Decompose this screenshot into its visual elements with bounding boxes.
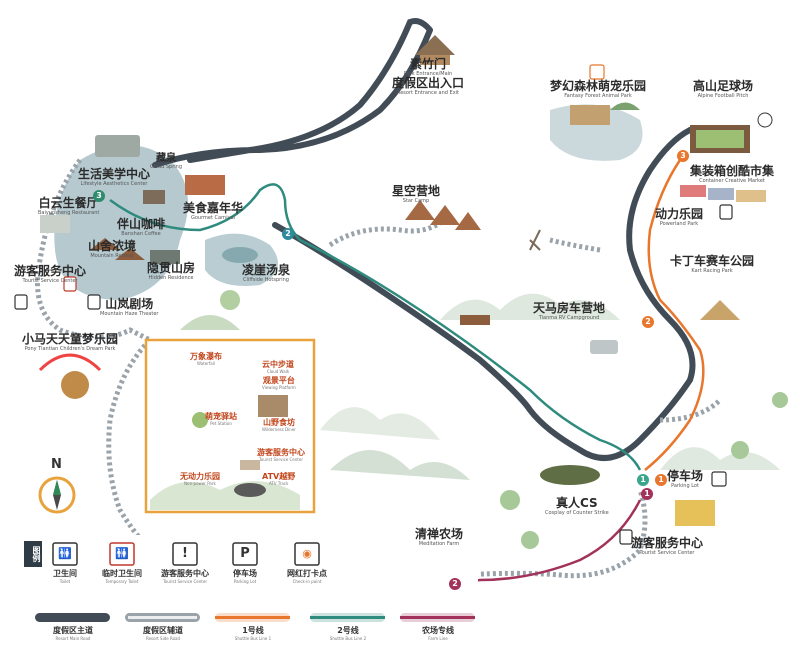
main-road-central[interactable] (272, 127, 696, 461)
route-badge-1-south: 1 (637, 474, 649, 486)
legend-side-road: 度假区辅道 Resort Side Road (143, 626, 183, 641)
inset-label-pet-station[interactable]: 萌宠驿站 Pet Station (205, 412, 237, 426)
label-cliffside[interactable]: 凌崖汤泉 Cliffside Hotspring (242, 263, 291, 284)
route-badge-1-farm: 1 (641, 488, 653, 500)
inset-label-nonpower[interactable]: 无动力乐园 Non-power Park (180, 472, 220, 486)
route-badge-2-farm: 2 (449, 578, 461, 590)
label-powerland[interactable]: 动力乐园 Powerland Park (655, 207, 704, 228)
legend-toilet: 🚻 卫生间 Toilet (25, 547, 105, 584)
label-star-camp[interactable]: 星空营地 Star Camp (392, 184, 441, 205)
route-badge-2-north: 2 (282, 228, 294, 240)
inset-label-diner[interactable]: 山野食坊 Wilderness Diner (262, 418, 296, 432)
legend-checkin: ◉ 网红打卡点 Check-in point (267, 547, 347, 584)
label-fantasy-forest[interactable]: 梦幻森林萌宠乐园 Fantasy Forest Animal Park (550, 79, 647, 100)
legend-temp-toilet: 🚻 临时卫生间 Temporary Toilet (82, 547, 162, 584)
inset-illustrations (150, 395, 300, 510)
side-road-south[interactable] (199, 489, 648, 596)
inset-label-viewing-platform[interactable]: 观景平台 Viewing Platform (262, 376, 296, 390)
background-mountains (180, 293, 780, 480)
legend-service-center: ! 游客服务中心 Tourist Service Center (145, 546, 225, 585)
side-road-west[interactable] (35, 158, 202, 593)
inset-label-atv[interactable]: ATV越野 ATV Track (262, 472, 296, 486)
label-theater[interactable]: 山岚剧场 Mountain Haze Theater (100, 297, 159, 318)
inset-frame (144, 338, 316, 514)
inset-label-cloud-walk[interactable]: 云中步道 Cloud Walk (262, 360, 294, 374)
label-rv-camp[interactable]: 天马房车营地 Tianma RV Campground (533, 301, 606, 322)
label-mountain-retreat[interactable]: 山舍浓境 Mountain Retreat (88, 239, 137, 260)
main-road[interactable] (152, 18, 433, 168)
route-badge-3-east: 3 (677, 150, 689, 162)
label-parking[interactable]: 停车场 Parking Lot (667, 469, 704, 490)
label-service-west[interactable]: 游客服务中心 Tourist Service Center (14, 264, 87, 285)
label-lifestyle[interactable]: 生活美学中心 Lifestyle Aesthetics Center (78, 167, 151, 188)
label-baiyun[interactable]: 白云生餐厅 Baiyunsheng Restaurant (38, 196, 100, 217)
label-karting[interactable]: 卡丁车赛车公园 Kart Racing Park (670, 254, 755, 275)
legend-parking: P 停车场 Parking Lot (205, 546, 285, 585)
side-road-east[interactable] (549, 237, 722, 423)
label-sumen[interactable]: 素竹门 Park Entrance/Main 度假区出入口 Resort Ent… (392, 57, 465, 97)
label-pony-park[interactable]: 小马天天童梦乐园 Pony Tiantian Children's Dream … (22, 332, 119, 353)
temp-toilet-icon: 🚻 (115, 547, 129, 560)
legend-main-road: 度假区主道 Resort Main Road (53, 626, 93, 641)
legend-farm-line: 农场专线 Farm Line (422, 626, 454, 641)
attraction-illustrations (38, 35, 788, 575)
label-meditation-farm[interactable]: 清禅农场 Meditation Farm (415, 527, 464, 548)
label-football[interactable]: 高山足球场 Alpine Football Pitch (693, 79, 754, 100)
label-banshan[interactable]: 伴山咖啡 Banshan Coffee (117, 217, 166, 238)
inset-label-waterfall[interactable]: 万象瀑布 Waterfall (190, 352, 222, 366)
camera-checkin-icon: ◉ (302, 547, 312, 560)
label-cloud-spring[interactable]: 藏泉 Cloud Spring (150, 153, 183, 170)
compass-north-label: N (51, 457, 62, 472)
legend-line-2: 2号线 Shuttle Bus Line 2 (329, 626, 367, 641)
compass (38, 476, 76, 514)
label-hidden-residence[interactable]: 隐贯山房 Hidden Residence (147, 261, 196, 282)
legend-title: 图例 (24, 541, 42, 567)
route-badge-2-east: 2 (642, 316, 654, 328)
route-badge-3-west: 3 (93, 190, 105, 202)
legend-line-1: 1号线 Shuttle Bus Line 1 (234, 626, 272, 641)
route-badge-1-east: 1 (655, 474, 667, 486)
label-service-east[interactable]: 游客服务中心 Tourist Service Center (631, 536, 704, 557)
map-pins (14, 64, 733, 545)
shuttle-line-2[interactable] (109, 183, 642, 471)
label-cs[interactable]: 真人CS Cosplay of Counter Strike (545, 496, 609, 517)
inset-label-service[interactable]: 游客服务中心 Tourist Service Center (257, 448, 305, 462)
service-center-icon: ! (182, 546, 188, 561)
label-gourmet[interactable]: 美食嘉年华 Gourmet Carnival (183, 201, 244, 222)
legend-line-swatches (35, 613, 475, 622)
parking-icon: P (240, 546, 250, 561)
shuttle-line-1[interactable] (644, 159, 705, 471)
label-container[interactable]: 集装箱创酷市集 Container Creative Market (690, 164, 775, 185)
legend-icon-frames (52, 542, 320, 566)
toilet-icon: 🚻 (58, 547, 72, 560)
